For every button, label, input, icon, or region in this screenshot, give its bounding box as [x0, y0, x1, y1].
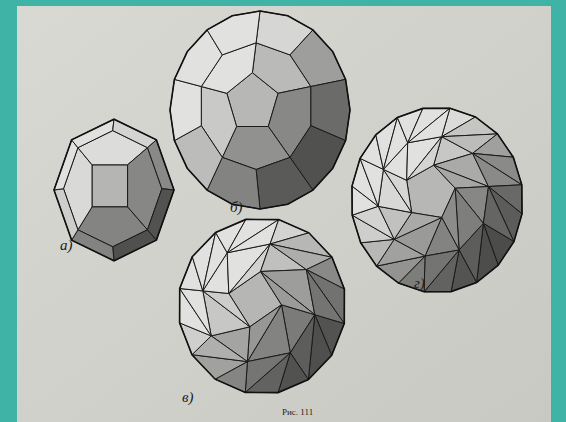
rhombicuboctahedron-face [113, 119, 157, 148]
snub-cube-face [245, 353, 290, 393]
snub-dodecahedron-face [407, 137, 442, 181]
truncated-polyhedron-outline [170, 11, 350, 209]
rhombicuboctahedron-face [92, 165, 128, 207]
rhombicuboctahedron-face [54, 189, 78, 240]
snub-cube-face [180, 289, 212, 336]
snub-dodecahedron-face [408, 108, 450, 143]
snub-cube-face [203, 291, 250, 327]
rhombicuboctahedron-face [148, 140, 175, 190]
snub-dodecahedron-face [361, 239, 394, 266]
rhombicuboctahedron-face [148, 189, 175, 240]
snub-cube-face [180, 289, 212, 336]
figure-letter: г) [414, 276, 425, 291]
snub-cube-face [247, 305, 281, 362]
snub-cube-face [306, 270, 344, 324]
snub-cube-outline [180, 219, 345, 392]
rhombicuboctahedron-outline [54, 119, 174, 261]
figure-caption: Рис. 111 [282, 408, 313, 417]
snub-cube-face [261, 270, 315, 315]
truncated-polyhedron-face [207, 11, 260, 55]
polyhedra [54, 11, 522, 393]
figure-letter: б) [230, 200, 243, 215]
truncated-polyhedron-face [170, 79, 201, 140]
snub-dodecahedron-face [424, 250, 459, 292]
snub-dodecahedron-face [408, 108, 450, 143]
snub-cube-face [247, 305, 290, 362]
snub-cube-face [245, 353, 290, 393]
snub-cube-face [261, 272, 315, 315]
snub-dodecahedron-face [407, 137, 442, 181]
snub-cube-face [306, 270, 344, 324]
rhombicuboctahedron-face [54, 140, 78, 190]
snub-dodecahedron-outline [352, 108, 522, 292]
rhombicuboctahedron-face [72, 119, 114, 148]
page-ground [17, 6, 551, 422]
rhombicuboctahedron-face [113, 230, 157, 261]
rhombicuboctahedron-face [72, 230, 114, 261]
figure-letter: а) [60, 238, 73, 253]
truncated-polyhedron-face [256, 157, 313, 209]
snub-dodecahedron-face [424, 250, 459, 292]
truncated-polyhedron-face [290, 30, 346, 87]
figure-letter: в) [182, 390, 194, 405]
